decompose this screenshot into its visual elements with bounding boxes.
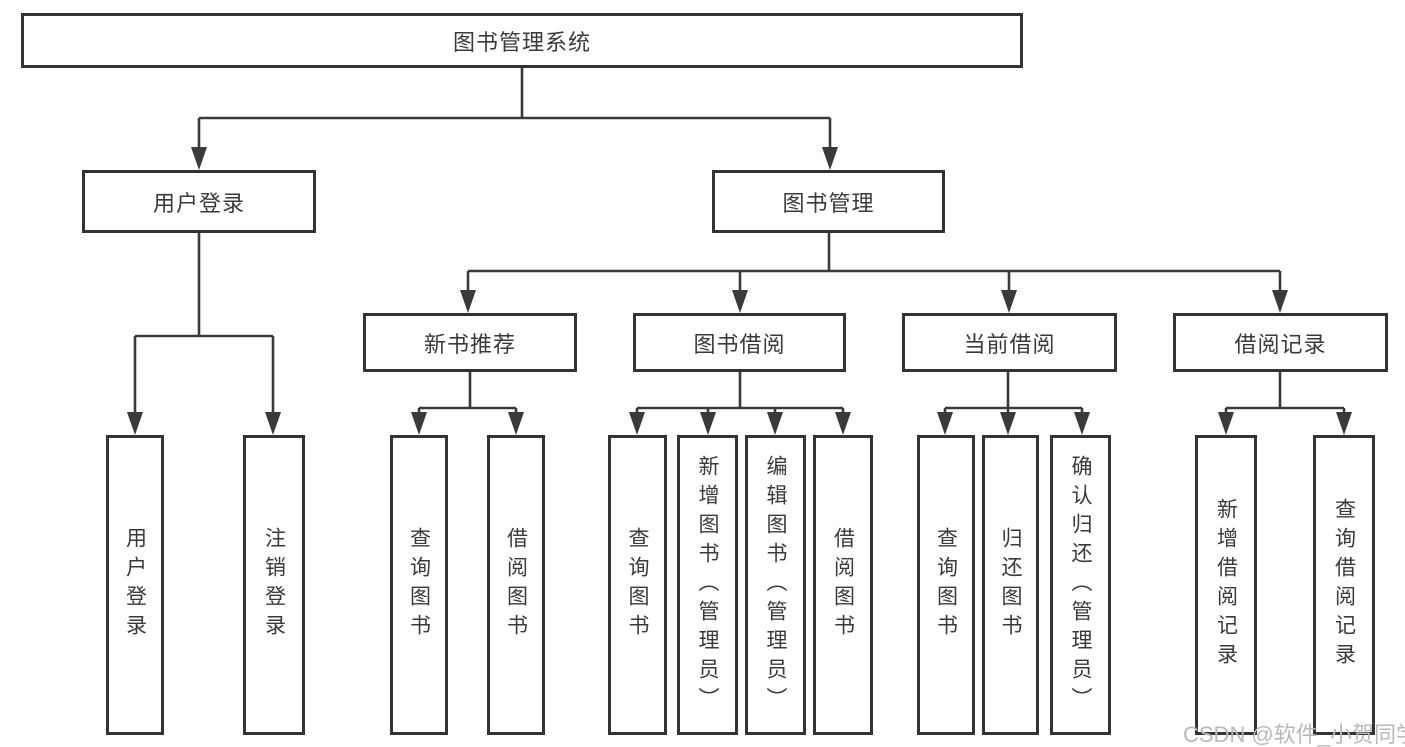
node-label: 用户登录 (152, 190, 245, 216)
node-label: 归还图书 (999, 527, 1022, 643)
node-label: 用户登录 (123, 527, 147, 643)
node-label: 查询图书 (626, 527, 649, 643)
node-root-system: 图书管理系统 (21, 13, 1023, 68)
node-label: 当前借阅 (963, 331, 1056, 357)
node-new-book-recommend: 新书推荐 (363, 313, 577, 372)
node-label: 查询借阅记录 (1332, 498, 1356, 672)
node-label: 借阅记录 (1234, 331, 1327, 357)
leaf-add-books-admin: 新增图书（管理员） (677, 435, 738, 735)
node-user-login: 用户登录 (82, 170, 316, 233)
node-label: 确认归还（管理员） (1069, 454, 1092, 716)
leaf-query-books-current: 查询图书 (917, 435, 975, 735)
leaf-query-books-recommend: 查询图书 (390, 435, 448, 735)
node-label: 新增借阅记录 (1214, 498, 1238, 672)
node-label: 图书管理 (782, 190, 875, 216)
leaf-query-books-borrow: 查询图书 (608, 435, 667, 735)
leaf-logout: 注销登录 (243, 435, 305, 735)
node-label: 查询图书 (934, 527, 958, 643)
node-label: 图书借阅 (693, 331, 786, 357)
node-label: 查询图书 (407, 527, 431, 643)
csdn-watermark: CSDN @软件_小贺同学 (1183, 722, 1405, 747)
node-label: 注销登录 (262, 527, 286, 643)
node-current-borrow: 当前借阅 (902, 313, 1117, 372)
leaf-confirm-return-admin: 确认归还（管理员） (1050, 435, 1111, 735)
arrowhead-icons (127, 147, 1352, 435)
leaf-edit-books-admin: 编辑图书（管理员） (745, 435, 806, 735)
node-book-management: 图书管理 (712, 170, 945, 233)
leaf-query-borrow-record: 查询借阅记录 (1313, 435, 1375, 735)
node-label: 新书推荐 (423, 331, 516, 357)
node-label: 借阅图书 (504, 527, 528, 643)
leaf-borrow-books-recommend: 借阅图书 (487, 435, 545, 735)
leaf-return-books: 归还图书 (982, 435, 1039, 735)
node-label: 图书管理系统 (452, 29, 591, 55)
node-label: 借阅图书 (831, 527, 855, 643)
leaf-borrow-books: 借阅图书 (813, 435, 873, 735)
node-book-borrow: 图书借阅 (633, 313, 846, 372)
leaf-add-borrow-record: 新增借阅记录 (1195, 435, 1257, 735)
node-label: 编辑图书（管理员） (764, 454, 787, 716)
node-label: 新增图书（管理员） (696, 454, 719, 716)
node-borrow-record: 借阅记录 (1173, 313, 1388, 372)
leaf-user-login: 用户登录 (106, 435, 164, 735)
